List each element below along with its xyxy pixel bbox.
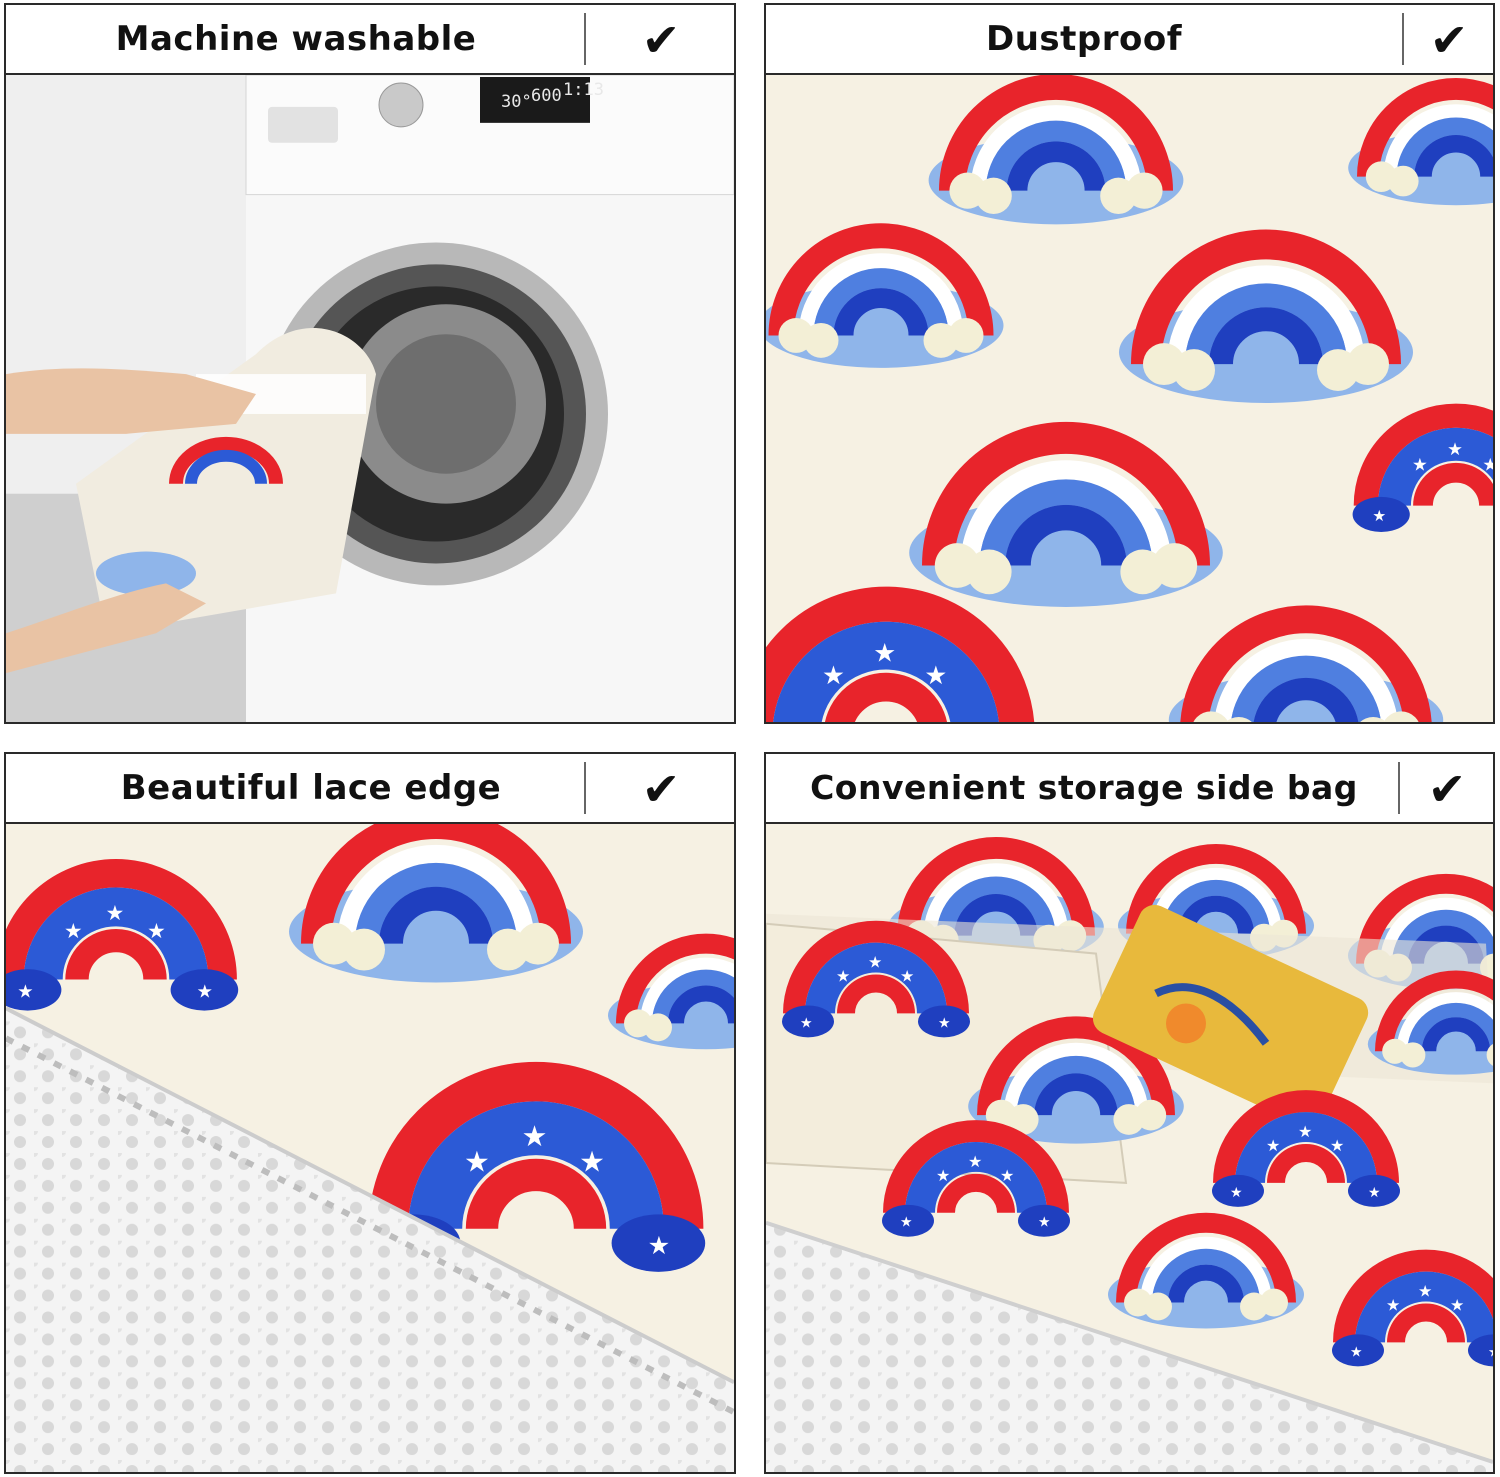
- panel-header: Dustproof ✔: [766, 5, 1493, 75]
- rainbow-fabric-photo: [766, 75, 1493, 722]
- storage-bag-photo: [766, 824, 1493, 1472]
- panel-header: Beautiful lace edge ✔: [6, 754, 734, 824]
- header-divider: [1398, 762, 1400, 814]
- header-divider: [584, 13, 586, 65]
- checkmark-icon: ✔: [1427, 762, 1467, 816]
- checkmark-icon: ✔: [1429, 13, 1469, 67]
- checkmark-icon: ✔: [641, 13, 681, 67]
- panel-header: Convenient storage side bag ✔: [766, 754, 1493, 824]
- panel-lace-edge: Beautiful lace edge ✔: [4, 752, 736, 1474]
- header-divider: [584, 762, 586, 814]
- panel-title: Machine washable: [115, 19, 477, 59]
- header-divider: [1402, 13, 1404, 65]
- checkmark-icon: ✔: [641, 762, 681, 816]
- washer-temp: 30°: [501, 92, 532, 112]
- panel-dustproof: Dustproof ✔: [764, 3, 1495, 724]
- panel-title: Dustproof: [985, 19, 1183, 59]
- panel-title: Convenient storage side bag: [810, 768, 1358, 807]
- panel-title: Beautiful lace edge: [120, 768, 502, 808]
- washing-machine-photo: 30° 600 1:13: [6, 75, 734, 722]
- panel-storage-bag: Convenient storage side bag ✔: [764, 752, 1495, 1474]
- lace-edge-photo: [6, 824, 734, 1472]
- panel-header: Machine washable ✔: [6, 5, 734, 75]
- washer-speed: 600: [531, 86, 562, 106]
- panel-machine-washable: Machine washable ✔ 30° 600 1:13: [4, 3, 736, 724]
- washer-time: 1:13: [563, 80, 604, 100]
